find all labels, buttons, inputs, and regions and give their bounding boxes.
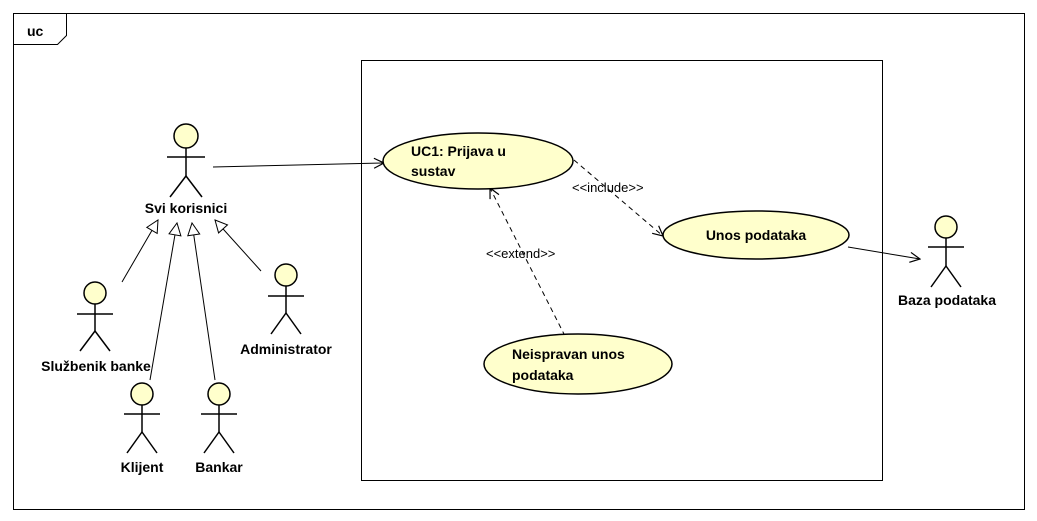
generalization-sluzbenik[interactable] — [121, 220, 158, 283]
actor-sluzbenik-banke-label: Službenik banke — [41, 358, 151, 374]
usecase-uc1-label-line1: UC1: Prijava u — [411, 143, 506, 159]
extend-dependency[interactable] — [490, 188, 566, 337]
actor-bankar-label: Bankar — [195, 459, 243, 475]
frame-tag-box — [13, 13, 67, 45]
usecase-neispravan-unos[interactable]: Neispravan unos podataka — [483, 333, 673, 395]
frame-tag-label: uc — [27, 23, 44, 39]
association-svi-korisnici-uc1[interactable] — [212, 163, 384, 167]
system-boundary — [361, 60, 883, 481]
usecase-neispravan-label-line1: Neispravan unos — [512, 346, 625, 362]
usecase-unos-podataka[interactable]: Unos podataka — [662, 210, 850, 260]
actor-administrator[interactable] — [268, 263, 304, 335]
actor-baza-podataka-label: Baza podataka — [898, 292, 996, 308]
usecase-uc1-label-line2: sustav — [411, 163, 456, 179]
generalization-bankar[interactable] — [192, 223, 216, 381]
actor-klijent-label: Klijent — [121, 459, 164, 475]
actor-bankar[interactable] — [201, 382, 237, 454]
actor-svi-korisnici[interactable] — [167, 123, 205, 198]
actor-svi-korisnici-label: Svi korisnici — [145, 200, 227, 216]
extend-label: <<extend>> — [486, 246, 555, 261]
include-label: <<include>> — [572, 180, 644, 195]
usecase-unos-label: Unos podataka — [706, 227, 807, 243]
include-dependency[interactable] — [573, 159, 663, 236]
actor-sluzbenik-banke[interactable] — [77, 281, 113, 352]
generalization-administrator[interactable] — [215, 220, 262, 272]
actor-administrator-label: Administrator — [240, 341, 332, 357]
association-unos-baza[interactable] — [847, 246, 920, 259]
usecase-uc1-prijava[interactable]: UC1: Prijava u sustav — [382, 132, 574, 190]
actor-baza-podataka[interactable] — [928, 215, 964, 288]
generalization-klijent[interactable] — [149, 223, 177, 381]
usecase-neispravan-label-line2: podataka — [512, 367, 574, 383]
actor-klijent[interactable] — [124, 382, 160, 454]
